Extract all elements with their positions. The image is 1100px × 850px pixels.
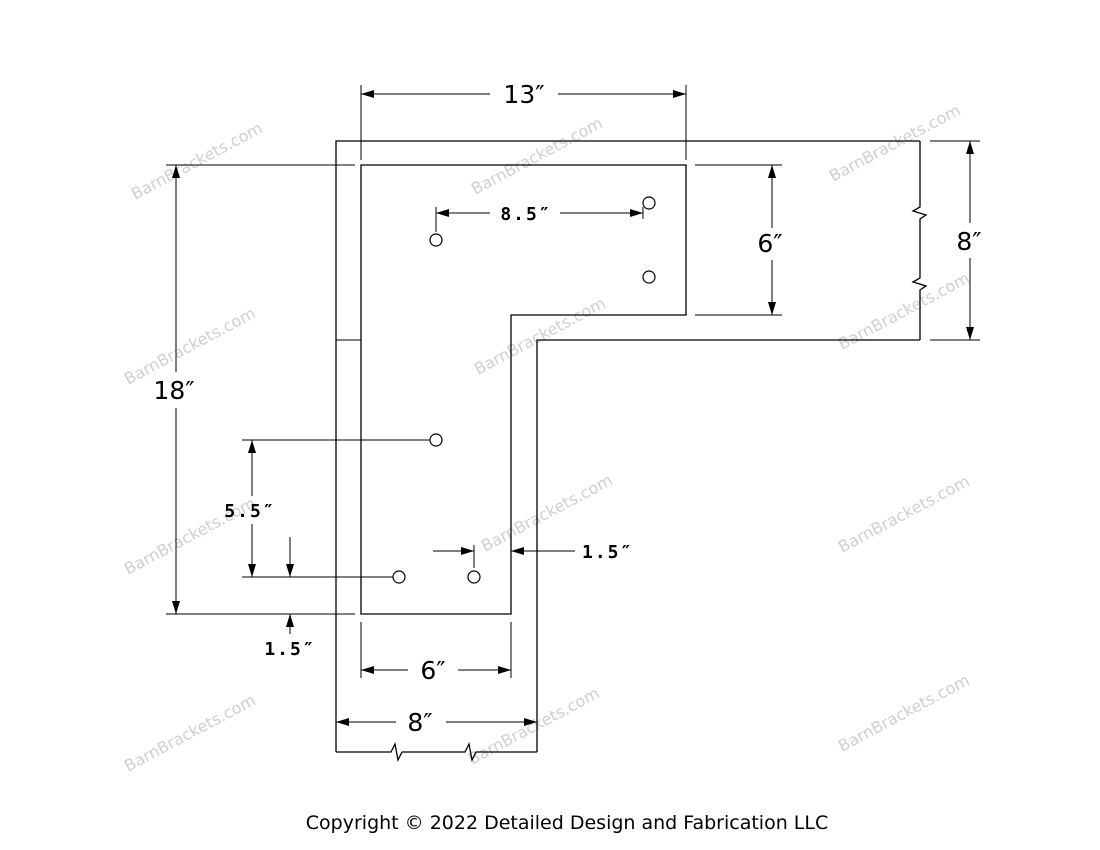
dimension-arm-inner-height: 6″: [695, 164, 783, 316]
watermark: BarnBrackets.com: [826, 100, 964, 185]
bolt-hole: [642, 270, 656, 284]
dimension-top-width: 13″: [360, 80, 687, 160]
watermark: BarnBrackets.com: [465, 683, 603, 768]
dim-label-arm-outer-height: 8″: [956, 227, 981, 256]
dim-label-edge-offset-right: 1.5″: [582, 542, 633, 563]
copyright-notice: Copyright © 2022 Detailed Design and Fab…: [306, 812, 828, 834]
bolt-holes: [392, 196, 656, 584]
dimension-leg-height: 18″: [153, 164, 355, 615]
watermark: BarnBrackets.com: [835, 670, 973, 755]
watermark: BarnBrackets.com: [468, 113, 606, 198]
bracket-plate: [360, 164, 687, 615]
bolt-hole: [642, 196, 656, 210]
outer-bottom-edge: [336, 741, 537, 763]
outer-outline: [335, 140, 920, 752]
dim-label-hole-spacing-horizontal: 8.5″: [500, 204, 551, 225]
dimension-edge-offset-right: 1.5″: [433, 542, 633, 568]
dim-label-leg-inner-width: 6″: [420, 656, 445, 685]
bolt-hole: [392, 570, 406, 584]
watermark-layer: BarnBrackets.com BarnBrackets.com BarnBr…: [121, 100, 973, 775]
dim-label-leg-height: 18″: [153, 376, 194, 405]
dim-label-leg-outer-width: 8″: [407, 708, 432, 737]
dimension-leg-outer-width: 8″: [336, 708, 537, 737]
bolt-hole: [429, 233, 443, 247]
bolt-hole: [467, 570, 481, 584]
dimension-edge-offset-bottom: 1.5″: [264, 537, 315, 660]
outer-top-right-edge: [911, 141, 928, 340]
watermark: BarnBrackets.com: [835, 268, 973, 353]
watermark: BarnBrackets.com: [128, 118, 266, 203]
dim-label-arm-inner-height: 6″: [757, 229, 782, 258]
dimension-arm-outer-height: 8″: [930, 140, 982, 341]
dimension-hole-spacing-horizontal: 8.5″: [435, 204, 644, 232]
dimension-hole-spacing-vertical: 5.5″: [224, 439, 430, 578]
dim-label-hole-spacing-vertical: 5.5″: [224, 501, 275, 522]
watermark: BarnBrackets.com: [835, 471, 973, 556]
dim-label-top-width: 13″: [503, 80, 544, 109]
watermark: BarnBrackets.com: [121, 690, 259, 775]
dimension-leg-inner-width: 6″: [360, 622, 512, 685]
bolt-hole: [429, 433, 443, 447]
dim-label-edge-offset-bottom: 1.5″: [264, 639, 315, 660]
watermark: BarnBrackets.com: [471, 293, 609, 378]
